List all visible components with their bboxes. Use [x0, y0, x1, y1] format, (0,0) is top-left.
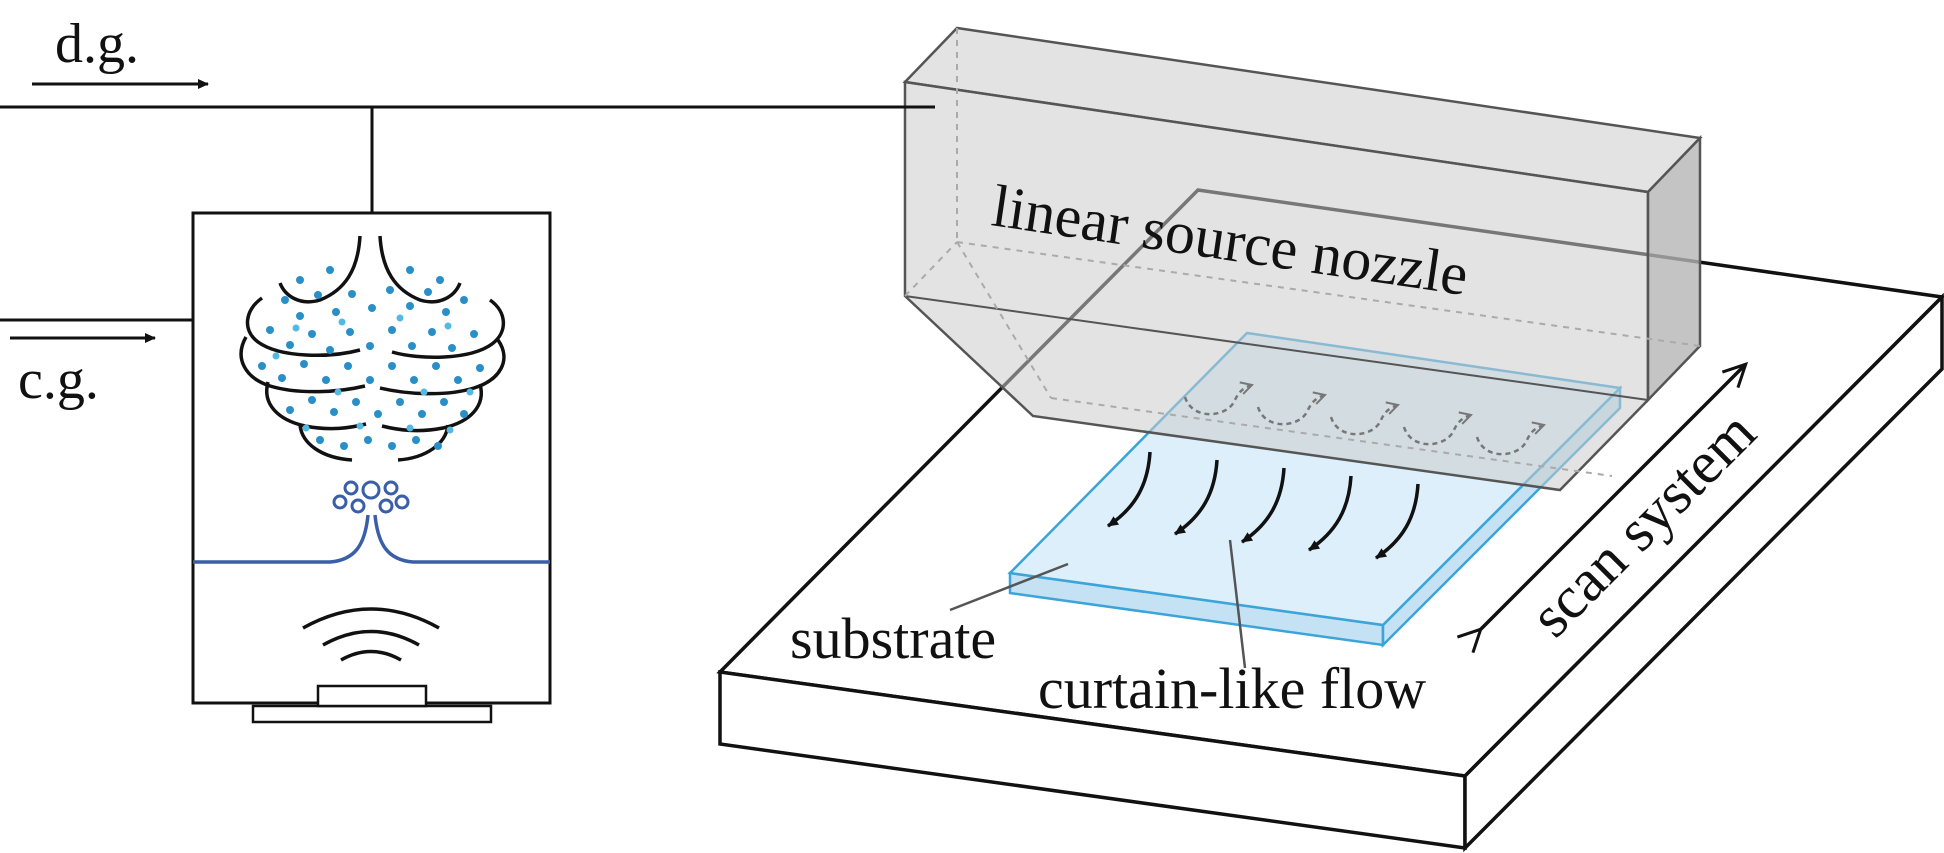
dilution-gas-label: d.g. [55, 13, 139, 75]
mist-bubbles [332, 480, 410, 514]
ultrasonic-wave-icon [302, 607, 440, 662]
flow-arrow [1308, 475, 1353, 552]
flow-leader [1228, 539, 1247, 669]
mist-generator [191, 211, 552, 724]
scan-direction-arrow [1480, 365, 1745, 630]
flow-arrow [1375, 483, 1420, 560]
substrate-leader [949, 562, 1069, 612]
gas-lines [0, 79, 935, 343]
leader-lines [949, 539, 1247, 669]
curtain-flow-label: curtain-like flow [1038, 656, 1426, 721]
flow-arrow [1241, 467, 1286, 544]
chamber-base-plate [251, 704, 493, 724]
mist-chamber [191, 211, 552, 705]
flow-arrow [1107, 451, 1152, 528]
substrate-label: substrate [790, 606, 996, 671]
liquid-surface [193, 514, 550, 564]
mist-droplets [258, 266, 484, 450]
nozzle-side-face [1646, 134, 1702, 404]
transducer [316, 684, 428, 708]
mist-droplets-light [272, 314, 474, 434]
curtain-flow-arrows [1107, 451, 1420, 560]
carrier-gas-label: c.g. [18, 349, 99, 411]
flow-arrow [1174, 459, 1219, 536]
